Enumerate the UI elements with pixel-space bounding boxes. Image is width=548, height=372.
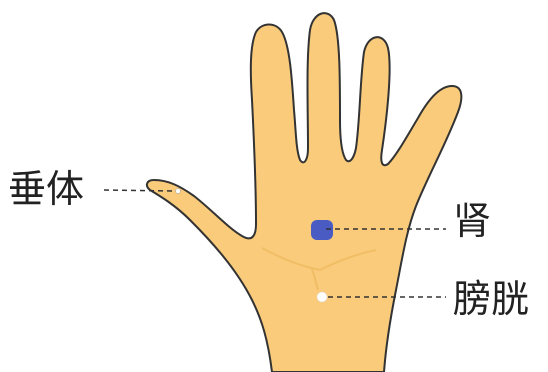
kidney-label: 肾	[453, 202, 491, 240]
hand-outline	[147, 13, 461, 372]
kidney-point	[311, 220, 333, 240]
pituitary-point	[176, 189, 181, 194]
bladder-label: 膀胱	[453, 280, 529, 318]
bladder-point	[317, 292, 327, 302]
pituitary-label: 垂体	[8, 170, 84, 208]
